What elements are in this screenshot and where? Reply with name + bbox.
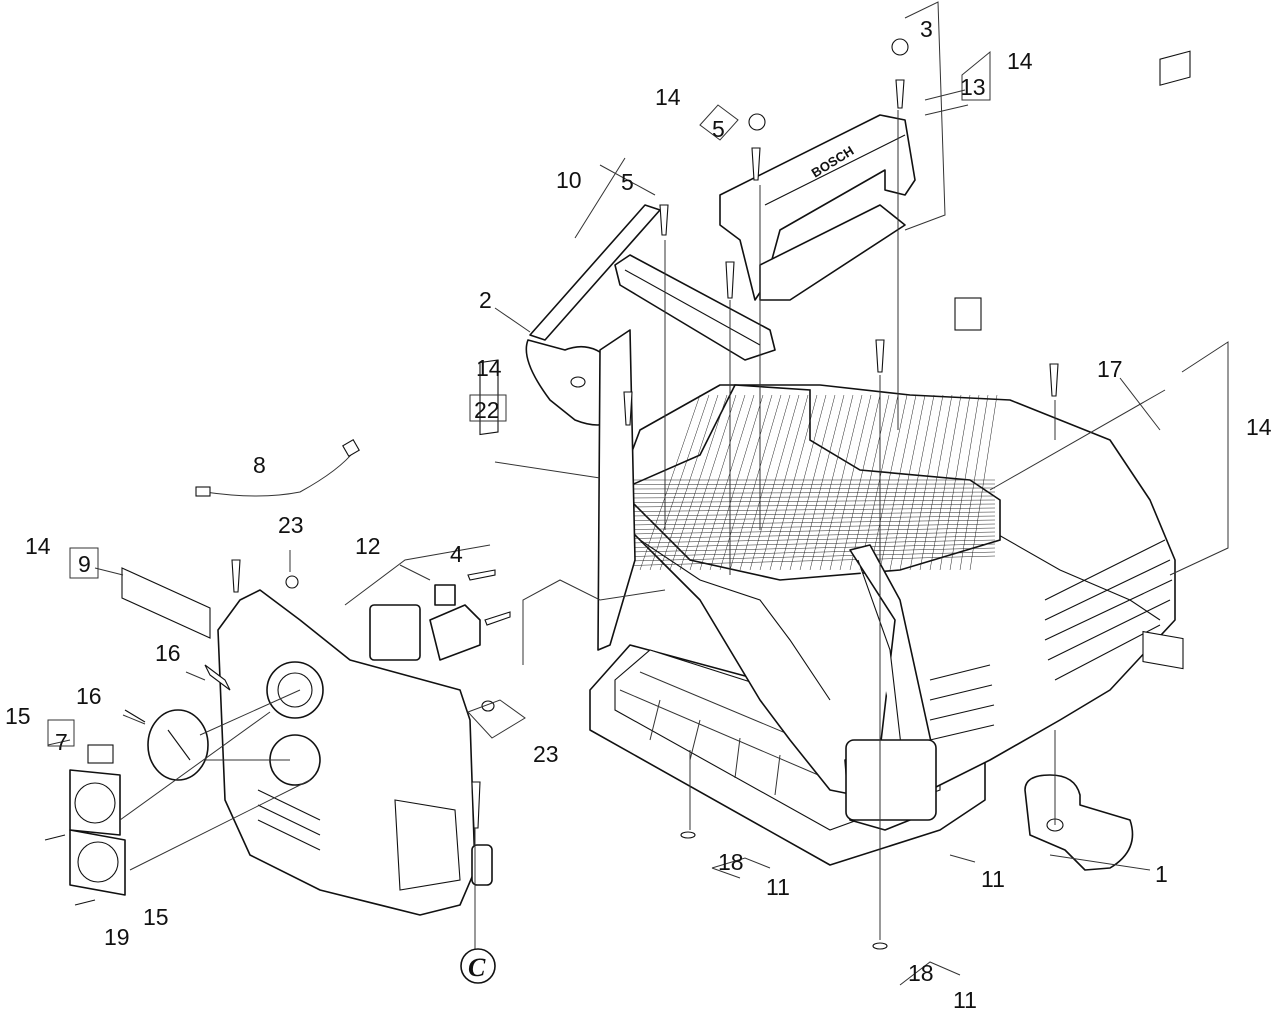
callout-2: 2 <box>479 287 492 313</box>
callout-4: 4 <box>450 541 463 567</box>
callout-23b: 23 <box>533 741 559 767</box>
callout-18b: 18 <box>908 960 934 986</box>
cable-hook-1 <box>1024 774 1134 871</box>
callout-1: 1 <box>1155 861 1168 887</box>
callout-3: 3 <box>920 16 933 42</box>
back-panel <box>597 329 636 651</box>
carry-handle: BOSCH <box>719 114 916 301</box>
callout-14b: 14 <box>655 84 681 110</box>
callout-22: 22 <box>474 397 500 423</box>
callout-13: 13 <box>960 74 986 100</box>
callout-14c: 14 <box>476 355 502 381</box>
callout-18a: 18 <box>718 849 744 875</box>
screws <box>44 38 1059 950</box>
cover-grid-pattern <box>629 394 998 571</box>
reference-badge-c: C <box>460 948 496 984</box>
callout-12: 12 <box>355 533 381 559</box>
callout-23a: 23 <box>278 512 304 538</box>
handle-insert <box>614 254 776 361</box>
top-cover-grid <box>618 384 1001 581</box>
knob <box>147 709 209 781</box>
callout-19: 19 <box>104 924 130 950</box>
callout-9: 9 <box>78 551 91 577</box>
callout-11b: 11 <box>981 866 1005 892</box>
hinge-clip <box>471 844 493 886</box>
callout-16a: 16 <box>155 640 181 666</box>
callout-7: 7 <box>55 729 68 755</box>
callout-8: 8 <box>253 452 266 478</box>
callout-labels: 1 2 3 4 5 5 7 8 9 10 11 11 11 12 13 14 1… <box>5 16 1272 1013</box>
callout-10: 10 <box>556 167 582 193</box>
callout-11c: 11 <box>953 987 977 1013</box>
callout-11a: 11 <box>766 874 790 900</box>
callout-16b: 16 <box>76 683 102 709</box>
cable-8 <box>195 439 360 497</box>
callout-14e: 14 <box>25 533 51 559</box>
callout-17: 17 <box>1097 356 1123 382</box>
wheel-grip-handle <box>844 544 937 831</box>
leader-lines <box>47 1 1229 986</box>
callout-14d: 14 <box>1246 414 1272 440</box>
label-plate-9 <box>121 567 211 639</box>
small-labels <box>87 50 1191 764</box>
switch-assembly <box>369 584 481 661</box>
callout-5b: 5 <box>621 169 634 195</box>
callout-14a: 14 <box>1007 48 1033 74</box>
badge-letter: C <box>468 953 486 982</box>
strap <box>525 204 661 426</box>
callout-15b: 15 <box>143 904 169 930</box>
socket-cover <box>69 769 126 896</box>
callout-15a: 15 <box>5 703 31 729</box>
label-boxes <box>47 50 991 747</box>
side-panel <box>217 589 476 916</box>
callout-5a: 5 <box>712 116 725 142</box>
